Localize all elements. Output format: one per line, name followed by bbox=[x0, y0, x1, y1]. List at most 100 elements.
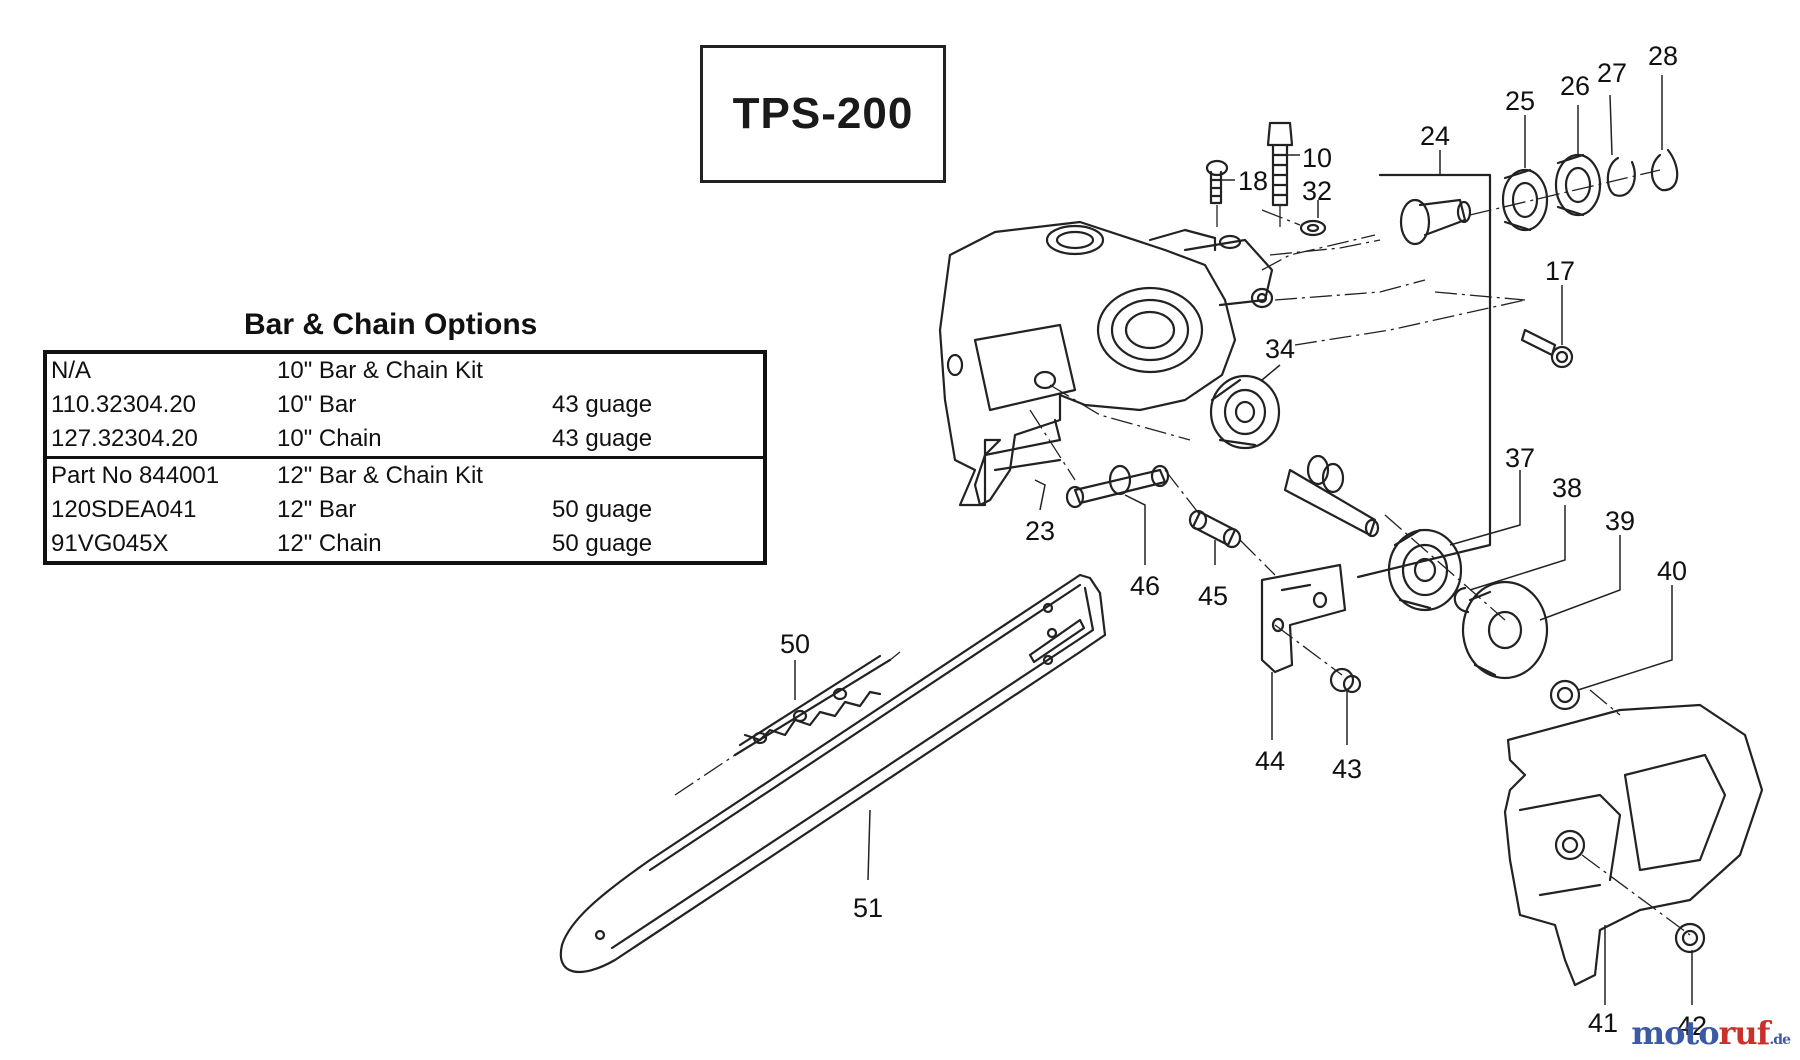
pin-part-45 bbox=[1188, 509, 1242, 549]
callout-10: 10 bbox=[1302, 143, 1332, 173]
guide-bar-part-51 bbox=[559, 573, 1107, 974]
leader-line-34 bbox=[1261, 364, 1281, 381]
part-number-cell: Part No 844001 bbox=[51, 462, 220, 489]
table-row: 110.32304.20 10" Bar 43 guage bbox=[47, 388, 763, 422]
assembly-line bbox=[1274, 279, 1426, 301]
bar-chain-options-table: N/A 10" Bar & Chain Kit 110.32304.20 10"… bbox=[43, 350, 767, 565]
assembly-line bbox=[1294, 299, 1526, 346]
gauge-cell: 43 guage bbox=[552, 391, 653, 418]
assembly-line bbox=[1581, 854, 1691, 936]
nut-part-43 bbox=[1329, 667, 1362, 694]
callout-18: 18 bbox=[1238, 166, 1268, 196]
part-number-cell: 91VG045X bbox=[51, 530, 169, 557]
bearing-part-34 bbox=[1209, 374, 1281, 450]
gauge-cell: 50 guage bbox=[552, 530, 653, 557]
callout-45: 45 bbox=[1198, 581, 1228, 611]
assembly-line bbox=[1269, 239, 1381, 256]
callout-46: 46 bbox=[1130, 571, 1160, 601]
options-table-heading: Bar & Chain Options bbox=[244, 308, 538, 341]
callout-43: 43 bbox=[1332, 754, 1362, 784]
clip-part-38 bbox=[1453, 586, 1470, 614]
sprocket-cover-part-41 bbox=[1503, 703, 1764, 987]
callout-26: 26 bbox=[1560, 71, 1590, 101]
gauge-cell: 43 guage bbox=[552, 425, 653, 452]
callout-34: 34 bbox=[1265, 334, 1295, 364]
callout-39: 39 bbox=[1605, 506, 1635, 536]
bearing-part-25 bbox=[1501, 168, 1549, 232]
part-number-cell: 127.32304.20 bbox=[51, 425, 198, 452]
gear-housing-part bbox=[938, 220, 1274, 507]
leader-line-38 bbox=[1469, 505, 1566, 591]
description-cell: 12" Bar & Chain Kit bbox=[277, 462, 483, 489]
callout-38: 38 bbox=[1552, 473, 1582, 503]
callout-23: 23 bbox=[1025, 516, 1055, 546]
leader-line-27 bbox=[1609, 94, 1613, 156]
saw-chain-part-50 bbox=[733, 654, 892, 757]
assembly-line bbox=[674, 754, 736, 796]
description-cell: 10" Bar bbox=[277, 391, 357, 418]
model-title-box: TPS-200 bbox=[700, 45, 946, 183]
assembly-line bbox=[1469, 169, 1661, 216]
drum-part-39 bbox=[1461, 580, 1549, 680]
callout-24: 24 bbox=[1420, 121, 1450, 151]
part-number-cell: 120SDEA041 bbox=[51, 496, 197, 523]
assembly-line bbox=[1589, 689, 1621, 716]
watermark-brand-part-a: moto bbox=[1631, 1014, 1719, 1052]
washer-part-32 bbox=[1299, 219, 1327, 237]
description-cell: 12" Chain bbox=[277, 530, 382, 557]
table-row: 127.32304.20 10" Chain 43 guage bbox=[47, 422, 763, 456]
nut-part-40 bbox=[1549, 679, 1581, 711]
assembly-line bbox=[1261, 209, 1301, 226]
part-number-cell: 110.32304.20 bbox=[51, 391, 197, 418]
table-row: Part No 844001 12" Bar & Chain Kit bbox=[47, 459, 763, 493]
leader-line-40 bbox=[1577, 585, 1673, 691]
callout-50: 50 bbox=[780, 629, 810, 659]
bearing-part-26 bbox=[1554, 153, 1602, 217]
callout-42: 42 bbox=[1677, 1011, 1707, 1041]
table-row: N/A 10" Bar & Chain Kit bbox=[47, 354, 763, 388]
bolt-part-17 bbox=[1520, 328, 1574, 369]
leader-line-51 bbox=[867, 809, 871, 881]
assembly-line bbox=[1274, 624, 1343, 676]
callout-44: 44 bbox=[1255, 746, 1285, 776]
options-group-12-inch: Part No 844001 12" Bar & Chain Kit 120SD… bbox=[47, 456, 763, 561]
retaining-ring-part-27 bbox=[1606, 156, 1636, 197]
part-number-cell: N/A bbox=[51, 357, 92, 384]
description-cell: 10" Bar & Chain Kit bbox=[277, 357, 483, 384]
assembly-line bbox=[1434, 291, 1526, 301]
assembly-line bbox=[1384, 514, 1506, 621]
callout-25: 25 bbox=[1505, 86, 1535, 116]
assembly-line bbox=[1239, 539, 1276, 576]
watermark-logo: motoruf.de bbox=[1631, 1014, 1791, 1052]
tension-bolt-part-46 bbox=[1065, 464, 1170, 509]
assembly-line bbox=[1261, 234, 1376, 271]
leader-line-37 bbox=[1449, 470, 1521, 546]
retaining-ring-part-28 bbox=[1650, 148, 1679, 192]
callout-37: 37 bbox=[1505, 443, 1535, 473]
drive-shaft-part-24 bbox=[1356, 173, 1492, 579]
sprocket-part-37 bbox=[1387, 528, 1463, 612]
leader-line-39 bbox=[1539, 535, 1621, 621]
options-group-10-inch: N/A 10" Bar & Chain Kit 110.32304.20 10"… bbox=[47, 354, 763, 456]
assembly-line bbox=[1049, 384, 1191, 441]
screw-part-18 bbox=[1205, 159, 1229, 205]
watermark-brand-part-b: ruf bbox=[1718, 1014, 1771, 1052]
callout-32: 32 bbox=[1302, 176, 1332, 206]
table-row: 91VG045X 12" Chain 50 guage bbox=[47, 527, 763, 561]
callout-41: 41 bbox=[1588, 1008, 1618, 1038]
callout-40: 40 bbox=[1657, 556, 1687, 586]
leader-line-23 bbox=[1034, 479, 1046, 511]
leader-line-46 bbox=[1124, 494, 1146, 565]
table-row: 120SDEA041 12" Bar 50 guage bbox=[47, 493, 763, 527]
assembly-line bbox=[1164, 469, 1201, 516]
bolt-part-10 bbox=[1266, 121, 1294, 207]
gauge-cell: 50 guage bbox=[552, 496, 653, 523]
adjuster-plate-part-44 bbox=[1260, 563, 1347, 674]
model-title: TPS-200 bbox=[732, 89, 914, 138]
assembly-line bbox=[889, 651, 901, 661]
description-cell: 12" Bar bbox=[277, 496, 357, 523]
nut-part-42 bbox=[1674, 922, 1706, 954]
watermark-suffix: .de bbox=[1769, 1032, 1791, 1048]
output-shaft-part bbox=[1283, 454, 1380, 538]
